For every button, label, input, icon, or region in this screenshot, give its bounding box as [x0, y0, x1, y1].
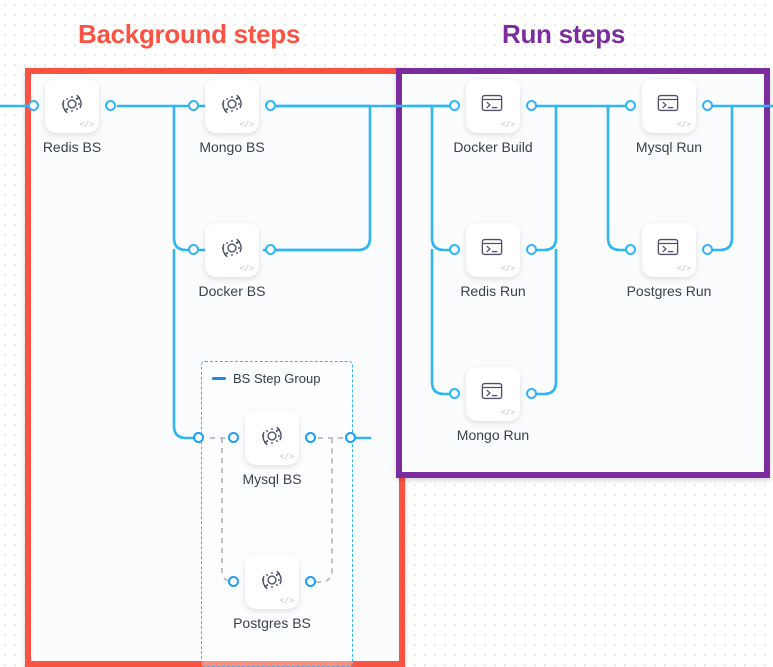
node-label: Mongo Run — [456, 427, 530, 443]
terminal-icon — [654, 233, 684, 263]
node-mysql-run[interactable]: </> Mysql Run — [625, 79, 713, 155]
port-out[interactable] — [526, 100, 537, 111]
port-in[interactable] — [449, 100, 460, 111]
port-in[interactable] — [228, 432, 239, 443]
node-label: Mysql BS — [242, 471, 302, 487]
code-badge-icon: </> — [500, 121, 515, 130]
port-in[interactable] — [188, 100, 199, 111]
port-out[interactable] — [526, 244, 537, 255]
section-title-run: Run steps — [502, 19, 625, 49]
terminal-icon — [654, 89, 684, 119]
node-label: Redis Run — [460, 283, 526, 299]
node-label: Redis BS — [42, 139, 102, 155]
port-in[interactable] — [449, 244, 460, 255]
node-mongo-run[interactable]: </> Mongo Run — [449, 367, 537, 443]
code-badge-icon: </> — [676, 265, 691, 274]
code-badge-icon: </> — [676, 121, 691, 130]
step-group-header[interactable]: BS Step Group — [212, 371, 320, 386]
node-mongo-bs[interactable]: </> Mongo BS — [188, 79, 276, 155]
node-docker-bs[interactable]: </> Docker BS — [188, 223, 276, 299]
node-label: Mongo BS — [199, 139, 265, 155]
code-badge-icon: </> — [500, 265, 515, 274]
node-redis-run[interactable]: </> Redis Run — [449, 223, 537, 299]
port-out[interactable] — [105, 100, 116, 111]
gear-sync-icon — [57, 89, 87, 119]
terminal-icon — [478, 233, 508, 263]
node-postgres-bs[interactable]: </> Postgres BS — [228, 555, 316, 631]
stage-box-run[interactable] — [396, 68, 770, 478]
port-out[interactable] — [702, 100, 713, 111]
node-label: Postgres Run — [626, 283, 712, 299]
port-out[interactable] — [702, 244, 713, 255]
step-group-label: BS Step Group — [233, 371, 321, 386]
node-postgres-run[interactable]: </> Postgres Run — [625, 223, 713, 299]
node-label: Mysql Run — [635, 139, 703, 155]
port-in[interactable] — [28, 100, 39, 111]
gear-sync-icon — [217, 89, 247, 119]
node-label: Docker BS — [198, 283, 266, 299]
group-port-out[interactable] — [345, 432, 356, 443]
port-out[interactable] — [265, 244, 276, 255]
terminal-icon — [478, 89, 508, 119]
code-badge-icon: </> — [239, 265, 254, 274]
code-badge-icon: </> — [279, 597, 294, 606]
port-out[interactable] — [526, 388, 537, 399]
port-in[interactable] — [625, 244, 636, 255]
node-docker-build[interactable]: </> Docker Build — [449, 79, 537, 155]
code-badge-icon: </> — [279, 453, 294, 462]
port-in[interactable] — [228, 576, 239, 587]
port-out[interactable] — [265, 100, 276, 111]
terminal-icon — [478, 377, 508, 407]
code-badge-icon: </> — [500, 409, 515, 418]
port-out[interactable] — [305, 432, 316, 443]
group-port-in[interactable] — [193, 432, 204, 443]
section-title-background: Background steps — [78, 19, 301, 49]
code-badge-icon: </> — [239, 121, 254, 130]
port-in[interactable] — [449, 388, 460, 399]
node-redis-bs[interactable]: </> Redis BS — [28, 79, 116, 155]
code-badge-icon: </> — [79, 121, 94, 130]
port-in[interactable] — [625, 100, 636, 111]
gear-sync-icon — [257, 565, 287, 595]
port-in[interactable] — [188, 244, 199, 255]
port-out[interactable] — [305, 576, 316, 587]
node-mysql-bs[interactable]: </> Mysql BS — [228, 411, 316, 487]
node-label: Docker Build — [453, 139, 533, 155]
minus-icon[interactable] — [212, 377, 226, 380]
gear-sync-icon — [257, 421, 287, 451]
gear-sync-icon — [217, 233, 247, 263]
node-label: Postgres BS — [233, 615, 311, 631]
